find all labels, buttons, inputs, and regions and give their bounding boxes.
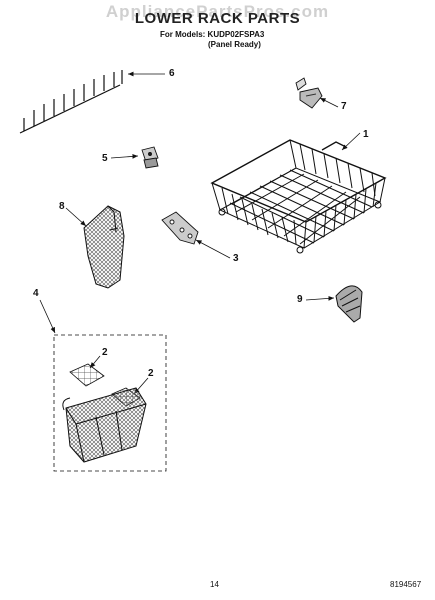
callout-2a: 2 [102, 347, 108, 358]
page-title: LOWER RACK PARTS [134, 10, 301, 27]
part-3-rail-clip [161, 211, 199, 245]
leader-8 [65, 207, 87, 227]
part-8-basket-lid [83, 205, 125, 289]
callout-6: 6 [169, 68, 175, 79]
callout-7: 7 [341, 101, 347, 112]
callout-9: 9 [297, 294, 303, 305]
document-code: 8194567 [390, 580, 422, 589]
callout-3: 3 [233, 253, 239, 264]
watermark: AppliancePartsPros.com [105, 2, 330, 21]
part-2-grid-lid-a [69, 363, 105, 387]
leader-5 [110, 154, 139, 159]
callout-4: 4 [33, 288, 39, 299]
part-4-assembly-box [53, 334, 167, 472]
panel-note: (Panel Ready) [208, 40, 261, 49]
page-number: 14 [210, 580, 219, 589]
model-info: For Models: KUDP02FSPA3 (Panel Ready) [160, 30, 264, 50]
leader-9 [305, 296, 335, 301]
part-5-clip [141, 146, 159, 169]
part-9-wheel [335, 285, 363, 323]
leader-4 [39, 299, 56, 334]
callout-5: 5 [102, 153, 108, 164]
leader-2a [89, 355, 101, 369]
part-6-tine-row [19, 70, 123, 134]
callout-2b: 2 [148, 368, 154, 379]
callout-1: 1 [363, 129, 369, 140]
models-line: For Models: KUDP02FSPA3 [160, 30, 265, 39]
leader-7 [319, 97, 339, 108]
part-1-lower-rack [210, 139, 387, 254]
leader-3 [195, 239, 231, 259]
silverware-basket [62, 387, 147, 463]
part-7-clip [295, 77, 323, 109]
callout-8: 8 [59, 201, 65, 212]
leader-1 [341, 132, 361, 151]
